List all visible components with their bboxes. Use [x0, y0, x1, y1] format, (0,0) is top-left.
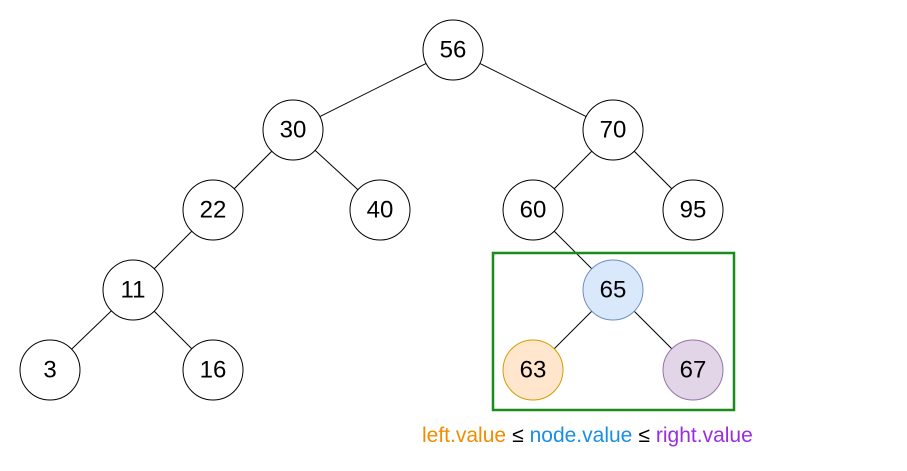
tree-node-56: 56 — [422, 19, 484, 81]
tree-node-60: 60 — [502, 179, 564, 241]
node-label: 16 — [200, 356, 227, 383]
node-label: 30 — [280, 116, 307, 143]
tree-node-3: 3 — [19, 339, 81, 401]
tree-node-22: 22 — [182, 179, 244, 241]
node-circle — [662, 179, 724, 241]
legend-left-value: left.value — [422, 424, 507, 447]
node-label: 95 — [680, 196, 707, 223]
node-circle — [582, 99, 644, 161]
node-circle — [662, 339, 724, 401]
node-circle — [422, 19, 484, 81]
legend-right-value: right.value — [655, 424, 753, 447]
node-circle — [262, 99, 324, 161]
subtree-highlight-box — [491, 251, 736, 412]
node-circle — [502, 179, 564, 241]
tree-node-67: 67 — [662, 339, 724, 401]
node-circle — [182, 179, 244, 241]
node-circle — [502, 339, 564, 401]
legend-node-value: node.value — [529, 424, 633, 447]
node-label: 63 — [520, 356, 547, 383]
node-label: 22 — [200, 196, 227, 223]
node-label: 67 — [680, 356, 707, 383]
tree-node-30: 30 — [262, 99, 324, 161]
tree-node-11: 11 — [102, 259, 164, 321]
legend-op-2: ≤ — [638, 424, 650, 447]
tree-node-95: 95 — [662, 179, 724, 241]
tree-node-63: 63 — [502, 339, 564, 401]
tree-node-65: 65 — [582, 259, 644, 321]
node-label: 65 — [600, 276, 627, 303]
legend-op-1: ≤ — [512, 424, 524, 447]
node-label: 70 — [600, 116, 627, 143]
bst-property-legend: left.value≤node.value≤right.value — [0, 423, 907, 449]
node-label: 60 — [520, 196, 547, 223]
tree-node-40: 40 — [349, 179, 411, 241]
node-label: 40 — [367, 196, 394, 223]
tree-node-70: 70 — [582, 99, 644, 161]
node-label: 56 — [440, 36, 467, 63]
node-circle — [349, 179, 411, 241]
node-label: 11 — [121, 276, 146, 303]
nodes: 56 30 70 22 40 60 95 11 65 3 16 63 67 — [19, 19, 724, 401]
tree-node-16: 16 — [182, 339, 244, 401]
node-circle — [182, 339, 244, 401]
node-circle — [19, 339, 81, 401]
node-label: 3 — [43, 356, 56, 383]
node-circle — [102, 259, 164, 321]
node-circle — [582, 259, 644, 321]
